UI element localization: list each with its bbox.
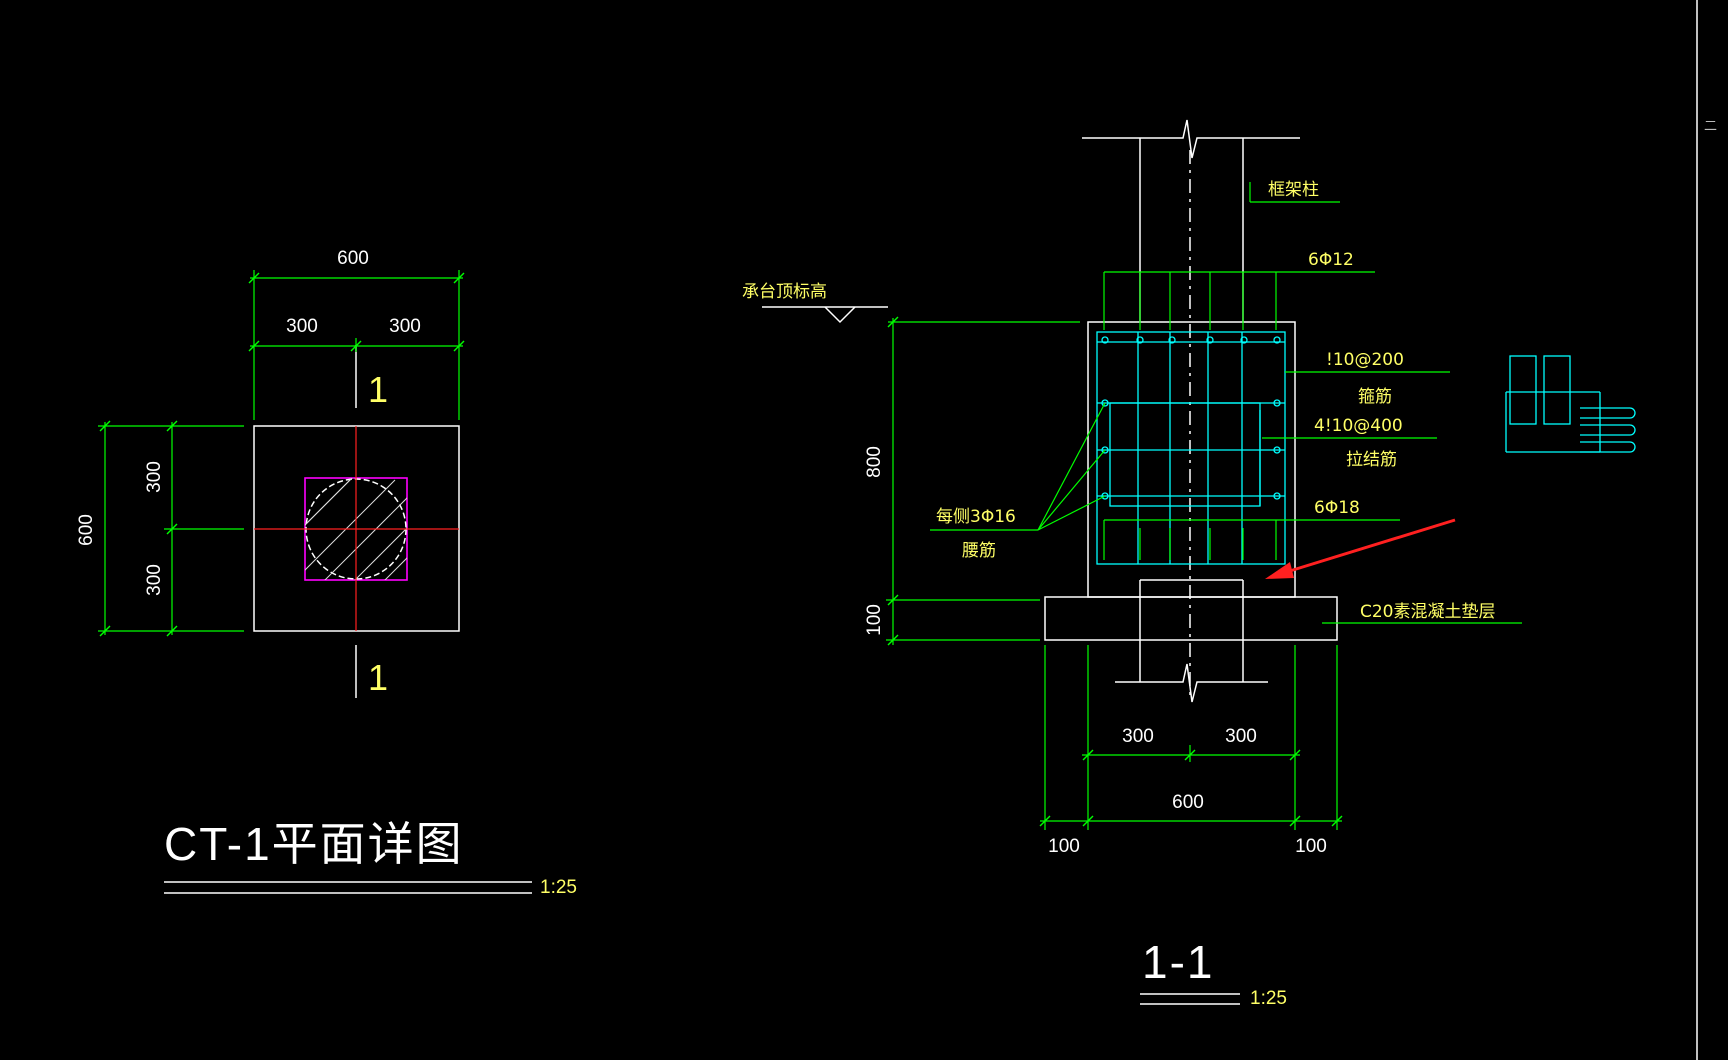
section-view: 800 100 300 300 600 100 100 承台顶标高 框架柱 6Φ… [742,119,1636,1009]
plan-left-dimensions [98,420,244,637]
pad-outline [1044,596,1338,641]
plan-title: CT-1平面详图 [164,818,464,870]
section-dim-height: 800 [864,446,885,478]
plan-view: 1 1 600 300 300 [76,248,577,898]
section-dim-bottom-total: 600 [1172,792,1204,813]
elevation-label: 承台顶标高 [742,282,827,302]
plan-dim-top-left: 300 [286,316,318,337]
stirrup-spec: !10@200 [1326,350,1404,370]
longitudinal-bars [1103,271,1400,560]
pad-label: C20素混凝土垫层 [1360,602,1496,622]
section-dim-bottom-left: 300 [1122,726,1154,747]
cut-label-top: 1 [368,369,388,410]
cap-outline [1087,321,1296,598]
column-outline [1082,119,1300,322]
section-scale: 1:25 [1250,988,1287,1009]
pile-outline [1115,579,1268,703]
tie-spec: 4!10@400 [1314,416,1403,436]
section-dim-edge-left: 100 [1048,836,1080,857]
side-bars-label: 每侧3Φ16 [936,507,1016,527]
plan-dim-top-right: 300 [389,316,421,337]
cut-label-bottom: 1 [368,657,388,698]
section-vertical-dimensions [886,316,1040,646]
rebar-cage [1096,331,1286,565]
top-bars-label: 6Φ12 [1308,250,1354,270]
plan-dim-left-bottom: 300 [144,564,165,596]
red-arrow [1265,518,1456,579]
stirrup-label: 箍筋 [1358,387,1392,407]
bottom-bars-label: 6Φ18 [1314,498,1360,518]
section-dim-pad: 100 [864,604,885,636]
section-bottom-dimensions [1039,645,1343,830]
column-label: 框架柱 [1268,180,1319,200]
section-dim-bottom-right: 300 [1225,726,1257,747]
plan-dim-left-top: 300 [144,461,165,493]
section-dim-edge-right: 100 [1295,836,1327,857]
plan-dim-top-total: 600 [337,248,369,269]
section-title: 1-1 [1142,936,1214,988]
plan-scale: 1:25 [540,877,577,898]
plan-top-dimensions [248,270,465,420]
tie-label: 拉结筋 [1346,450,1397,470]
side-bars-name: 腰筋 [962,541,996,561]
viewport-edge-mark: 二 [1704,119,1717,134]
elevation-marker [762,306,1080,324]
pile-hatch [305,478,407,580]
leader-lines [930,182,1522,624]
tie-detail [1505,355,1636,453]
plan-dim-left-total: 600 [76,514,97,546]
